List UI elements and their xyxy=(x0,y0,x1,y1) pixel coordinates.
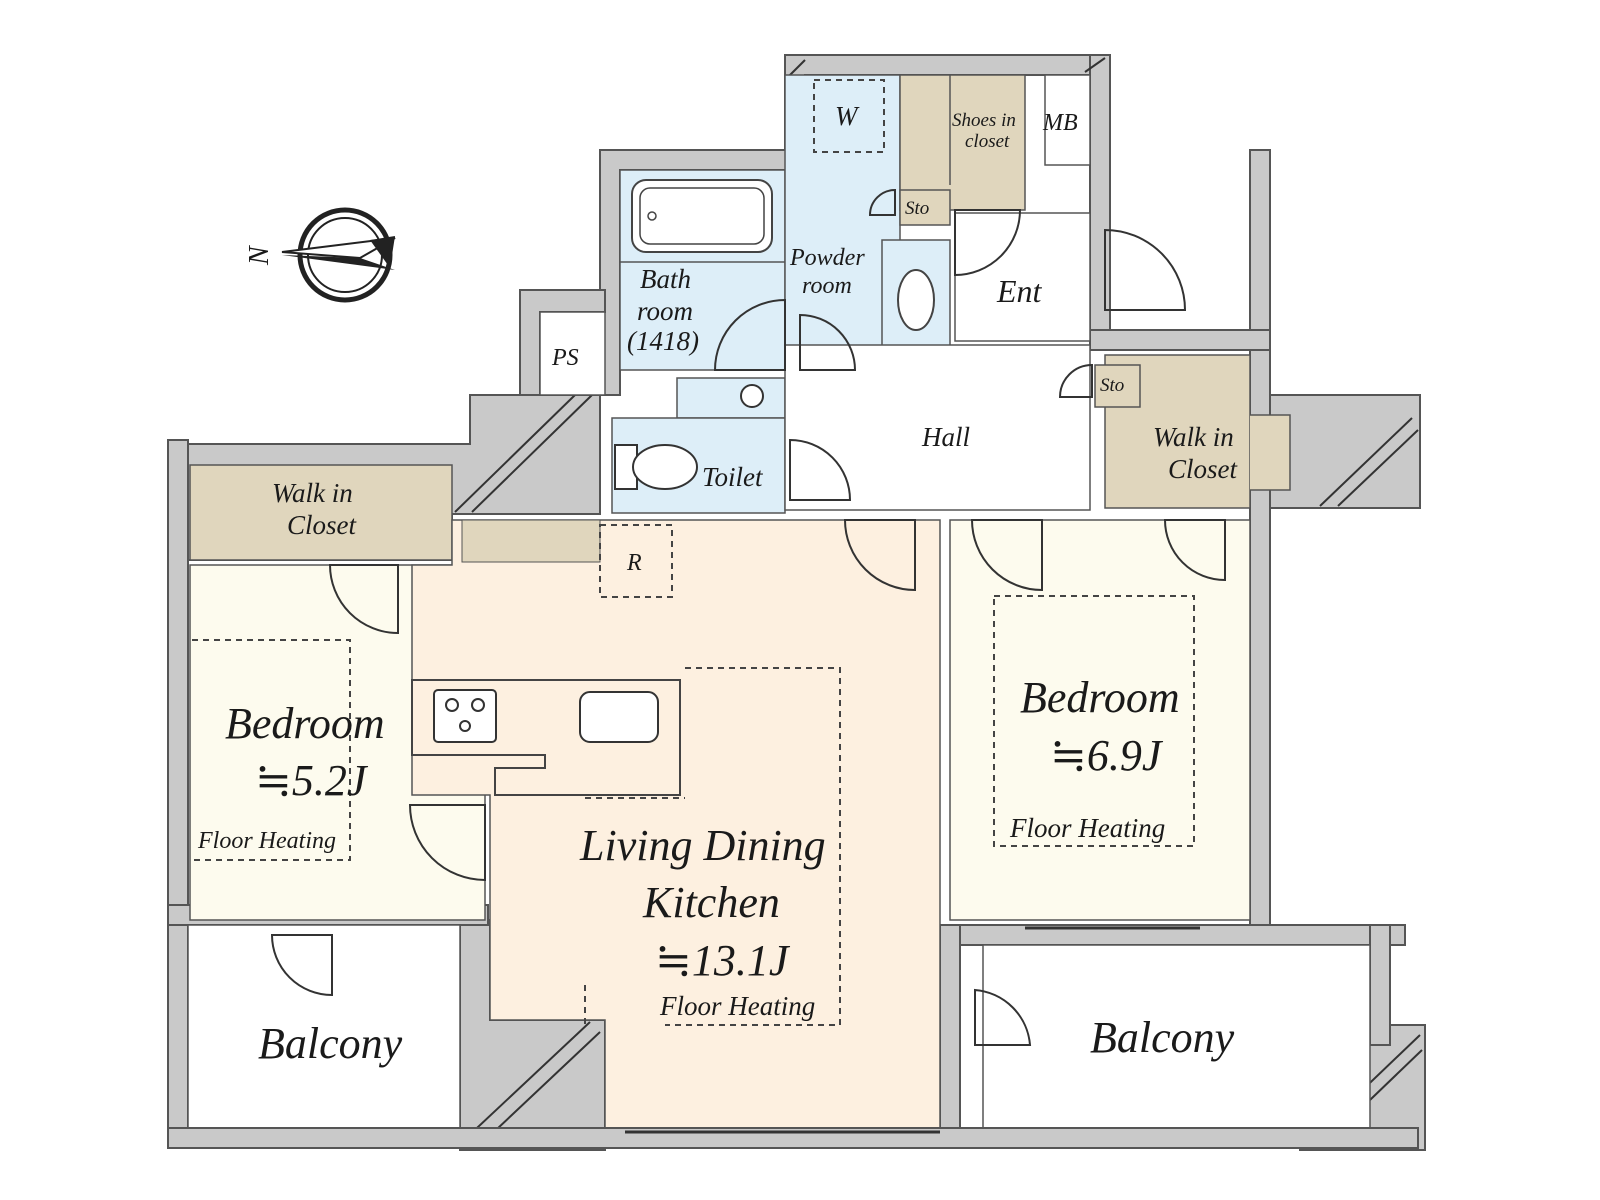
pipe-space-label: PS xyxy=(551,345,579,371)
storage-lower-label: Sto xyxy=(1100,375,1124,396)
bedroom-right-size: ≒6.9J xyxy=(1050,731,1164,780)
washer-space xyxy=(813,79,885,153)
bedroom-left-name: Bedroom xyxy=(225,699,385,748)
ldk-heating: Floor Heating xyxy=(659,991,815,1021)
ldk-label-2: Kitchen xyxy=(642,878,780,927)
pipe-space xyxy=(539,311,606,396)
bath-label-1: Bath xyxy=(640,264,691,294)
kitchen-sink-icon xyxy=(579,691,659,743)
wall-mid-balcony xyxy=(939,924,961,1136)
shoes-closet-label-1: Shoes in xyxy=(952,110,1016,131)
compass-north-label: N xyxy=(244,245,275,266)
walk-in-closet-left-label-2: Closet xyxy=(287,510,358,540)
hall-label: Hall xyxy=(921,422,970,452)
bedroom-left-heating: Floor Heating xyxy=(197,828,336,854)
walk-in-closet-right-label-2: Closet xyxy=(1168,454,1239,484)
shoes-closet-label-2: closet xyxy=(965,131,1010,152)
ldk-label-1: Living Dining xyxy=(579,821,826,870)
doors xyxy=(270,188,1226,1134)
refrigerator-label: R xyxy=(626,550,642,576)
bathtub-icon xyxy=(631,179,773,253)
balcony-right xyxy=(982,944,1371,1136)
meter-box-label: MB xyxy=(1042,110,1078,136)
bath-label-3: (1418) xyxy=(627,326,699,356)
toilet-label: Toilet xyxy=(702,462,764,492)
powder-room xyxy=(784,74,901,371)
toilet-sink xyxy=(676,377,786,419)
storage-upper-label: Sto xyxy=(905,198,929,219)
wall-right-main xyxy=(1249,149,1271,941)
entrance-label: Ent xyxy=(996,273,1043,309)
wall-left-outer xyxy=(167,439,189,1131)
storage-upper xyxy=(899,189,951,226)
storage-lower xyxy=(1094,364,1141,408)
powder-room-label-2: room xyxy=(802,273,852,299)
wall-right-block xyxy=(1269,394,1421,509)
room-labels: W Shoes in closet MB Sto Powder room Ent… xyxy=(197,101,1239,1068)
stove-icon xyxy=(433,689,497,743)
wall-hatching xyxy=(454,57,1423,1149)
floor-heating-left xyxy=(192,639,351,861)
powder-room-label-1: Powder xyxy=(789,245,865,271)
toilet-icon xyxy=(632,444,698,490)
wall-right-upper xyxy=(1089,54,1111,346)
balcony-left xyxy=(187,924,461,1136)
walk-in-closet-right-label-1: Walk in xyxy=(1153,422,1234,452)
floor-heating-ldk xyxy=(665,667,841,1026)
hall xyxy=(784,344,1091,511)
bedroom-left-size: ≒5.2J xyxy=(255,756,369,805)
wall-closet-top xyxy=(1089,329,1271,351)
balcony-left-label: Balcony xyxy=(258,1019,403,1068)
walk-in-closet-left-label-1: Walk in xyxy=(272,478,353,508)
bedroom-right-name: Bedroom xyxy=(1020,673,1180,722)
meter-box xyxy=(1044,74,1091,166)
balcony-right-label: Balcony xyxy=(1090,1013,1235,1062)
entrance xyxy=(954,212,1091,342)
sink-icon xyxy=(740,384,764,408)
bedroom-right xyxy=(949,519,1251,921)
bath-label-2: room xyxy=(637,296,693,326)
washbasin-icon xyxy=(897,269,935,331)
walk-in-closet-left xyxy=(189,464,453,561)
floor-heating-right xyxy=(993,595,1195,847)
refrigerator-space xyxy=(599,524,673,598)
wall-right-balcony-side xyxy=(1369,924,1391,1046)
compass-icon xyxy=(281,207,396,303)
ldk-size: ≒13.1J xyxy=(655,936,791,985)
washer-label: W xyxy=(835,101,860,131)
bedroom-right-heating: Floor Heating xyxy=(1009,813,1165,843)
